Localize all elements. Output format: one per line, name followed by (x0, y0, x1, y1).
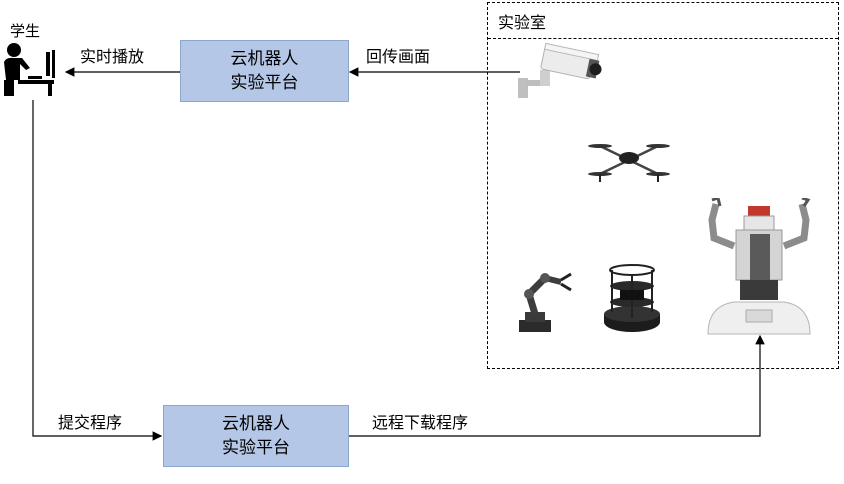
turtlebot-robot-icon (604, 264, 660, 332)
humanoid-robot-icon (707, 198, 811, 335)
arrow-submit-program (32, 100, 163, 441)
quadcopter-drone-icon (588, 144, 670, 182)
platform-top-line2: 实验平台 (230, 73, 299, 93)
student-label: 学生 (10, 22, 41, 40)
arrow-remote-download (349, 334, 765, 437)
cloud-robot-platform-top: 云机器人 实验平台 (180, 40, 349, 102)
platform-top-line1: 云机器人 (230, 49, 299, 69)
return-feed-label: 回传画面 (366, 47, 431, 66)
student-at-computer-icon (4, 43, 55, 96)
security-camera-icon (518, 42, 602, 98)
platform-bottom-line2: 实验平台 (222, 438, 290, 458)
remote-download-label: 远程下载程序 (372, 413, 469, 432)
laboratory-title-divider (488, 38, 838, 39)
realtime-play-label: 实时播放 (80, 47, 145, 66)
submit-program-label: 提交程序 (58, 413, 123, 432)
platform-bottom-line1: 云机器人 (222, 414, 290, 434)
robotic-arm-icon (519, 272, 572, 332)
laboratory-boundary: 实验室 (487, 2, 839, 369)
cloud-robot-platform-bottom: 云机器人 实验平台 (163, 405, 349, 467)
laboratory-title: 实验室 (498, 13, 547, 32)
